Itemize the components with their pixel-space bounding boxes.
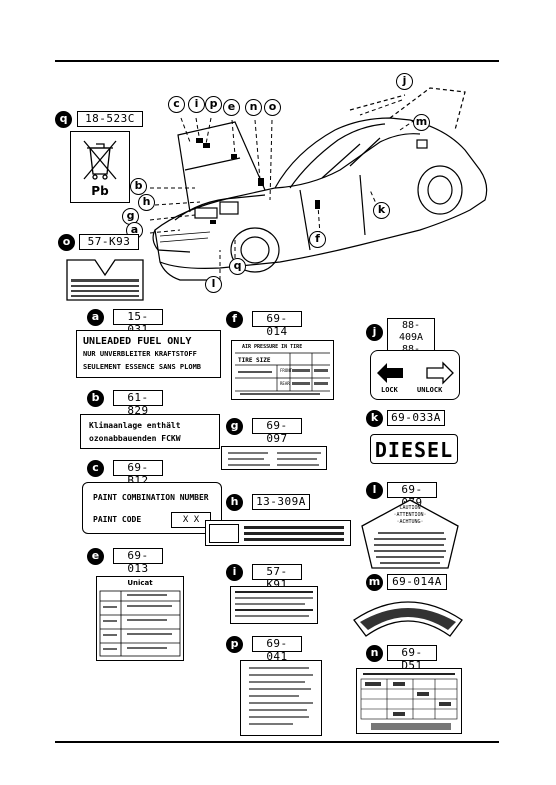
part-number-h: 13-309A (252, 494, 310, 510)
part-number-p: 69-041 (252, 636, 302, 663)
callout-g-label: g (226, 418, 243, 435)
label-e: Unicat (96, 576, 184, 661)
callout-j-label: j (366, 324, 383, 341)
part-number-k: 69-033A (387, 410, 445, 426)
bottom-rule (55, 741, 499, 743)
callout-q-car: q (229, 258, 246, 275)
part-number-l: 69-079 (387, 482, 437, 509)
callout-p: p (205, 96, 222, 113)
callout-k: k (373, 202, 390, 219)
label-a: UNLEADED FUEL ONLY NUR UNVERBLEITER KRAF… (76, 330, 221, 378)
label-l (361, 499, 459, 569)
label-c: PAINT COMBINATION NUMBER PAINT CODE X X (82, 482, 222, 534)
part-number-n: 69-D51 (387, 645, 437, 672)
label-a-line1: UNLEADED FUEL ONLY (83, 336, 192, 347)
callout-i: i (188, 96, 205, 113)
pb-text: Pb (91, 184, 109, 198)
callout-o: o (264, 99, 281, 116)
label-g (221, 446, 327, 470)
label-f-col1: TIRE SIZE (238, 357, 271, 364)
part-number-c: 69-B12 (113, 460, 163, 487)
label-j: LOCK UNLOCK (370, 350, 460, 400)
part-number-o: 57-K93 (79, 234, 139, 250)
label-k: DIESEL (370, 434, 458, 464)
top-rule (55, 60, 499, 62)
callout-m: m (413, 114, 430, 131)
label-p (240, 660, 322, 736)
callout-b: b (130, 178, 147, 195)
label-f-rear: REAR (280, 381, 290, 386)
label-l-line3: ·ACHTUNG· (396, 519, 424, 525)
callout-e: e (223, 99, 240, 116)
label-o (66, 259, 144, 301)
label-e-title: Unicat (127, 579, 153, 587)
label-f-grid (235, 352, 330, 395)
part-number-q: 18-523C (77, 111, 143, 127)
callout-m-label: m (366, 574, 383, 591)
callout-j: j (396, 73, 413, 90)
label-k-text: DIESEL (374, 438, 454, 462)
part-number-i: 57-K91 (252, 564, 302, 591)
callout-b-label: b (87, 390, 104, 407)
callout-a-label: a (87, 309, 104, 326)
callout-f-label: f (226, 311, 243, 328)
label-c-line2: PAINT CODE (93, 515, 142, 524)
label-h (205, 520, 351, 546)
callout-f: f (309, 231, 326, 248)
part-number-m: 69-014A (387, 574, 447, 590)
part-number-g: 69-097 (252, 418, 302, 445)
callout-n-label: n (366, 645, 383, 662)
callout-o-label: o (58, 234, 75, 251)
label-b-line2: ozonabbauenden FCKW (89, 434, 181, 443)
callout-e-label: e (87, 548, 104, 565)
callout-n: n (245, 99, 262, 116)
label-n (356, 668, 462, 734)
label-f: AIR PRESSURE IN TIRE TIRE SIZE FRONT REA… (231, 340, 334, 400)
label-a-line3: SEULEMENT ESSENCE SANS PLOMB (83, 363, 202, 371)
callout-h: h (138, 194, 155, 211)
label-j-lock: LOCK (381, 386, 398, 394)
callout-c: c (168, 96, 185, 113)
label-n-grid (360, 678, 458, 730)
callout-q: q (55, 111, 72, 128)
label-f-front: FRONT (280, 368, 293, 373)
label-b: Klimaanlage enthält ozonabbauenden FCKW (80, 414, 220, 449)
arrow-right-icon (426, 361, 454, 385)
callout-k-label: k (366, 410, 383, 427)
callout-i-label: i (226, 564, 243, 581)
callout-c-label: c (87, 460, 104, 477)
label-l-line2: ·ATTENTION· (393, 512, 427, 518)
callout-h-label: h (226, 494, 243, 511)
arrow-left-icon (377, 363, 403, 383)
part-number-j-1: 88-409A (398, 320, 424, 343)
label-l-line1: CAUTION (399, 505, 421, 511)
lock-arrows (377, 361, 454, 385)
label-b-line1: Klimaanlage enthält (89, 421, 181, 430)
callout-l-label: l (366, 482, 383, 499)
part-number-e: 69-013 (113, 548, 163, 575)
part-number-b: 61-829 (113, 390, 163, 417)
label-f-heading: AIR PRESSURE IN TIRE (242, 344, 303, 350)
part-number-a: 15-031 (113, 309, 163, 336)
label-m (353, 601, 463, 637)
label-c-line1: PAINT COMBINATION NUMBER (93, 493, 209, 502)
label-a-line2: NUR UNVERBLEITER KRAFTSTOFF (83, 350, 197, 358)
label-i (230, 586, 318, 624)
callout-l: l (205, 276, 222, 293)
label-j-unlock: UNLOCK (417, 386, 443, 394)
label-q: Pb (70, 131, 130, 203)
part-number-f: 69-014 (252, 311, 302, 338)
crossed-bin-icon (83, 140, 117, 180)
car-illustration (149, 87, 488, 281)
callout-p-label: p (226, 636, 243, 653)
label-e-grid (99, 590, 181, 657)
